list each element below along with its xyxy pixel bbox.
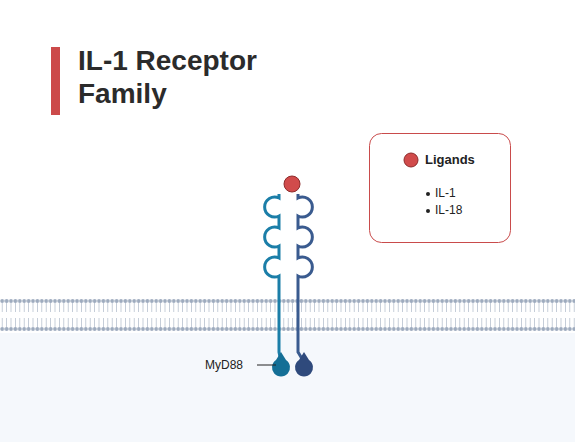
diagram-title: IL-1 Receptor Family xyxy=(78,44,278,110)
tir-domain xyxy=(295,352,313,376)
legend-swatch xyxy=(404,153,418,167)
adaptor-label: MyD88 xyxy=(205,358,243,372)
legend-text: Ligands xyxy=(425,152,475,167)
ligand xyxy=(284,176,300,192)
accessory-chain xyxy=(298,194,312,362)
receptor-chain xyxy=(265,194,281,362)
bullet-dot xyxy=(426,209,430,213)
cytoplasm xyxy=(0,333,575,442)
ligand-name: IL-1 xyxy=(435,186,456,200)
legend-box xyxy=(370,134,511,243)
ligand-name: IL-18 xyxy=(435,203,462,217)
leader-line xyxy=(257,365,276,366)
cell-membrane xyxy=(0,297,575,333)
bullet-dot xyxy=(426,192,430,196)
tir-domain xyxy=(272,352,290,376)
title-bar xyxy=(51,47,60,115)
